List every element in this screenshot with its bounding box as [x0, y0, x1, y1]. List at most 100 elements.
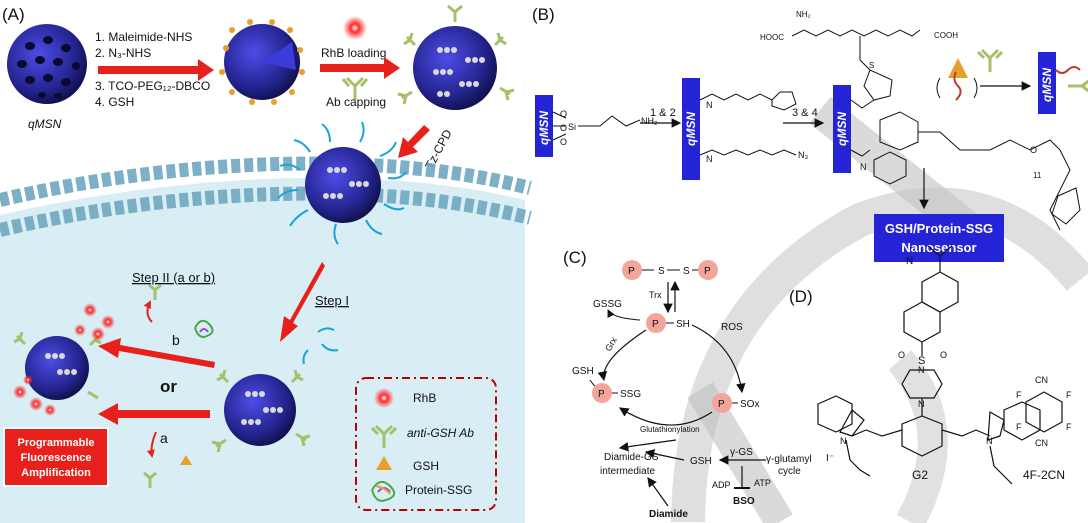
- red-arrow-branch-a: [98, 403, 210, 425]
- qmsn-bar-2-text: qMSN: [684, 112, 698, 146]
- c-s-2: S: [683, 266, 690, 277]
- red-arrow-tzcpd: [398, 125, 430, 158]
- legend-antibody: anti-GSH Ab: [407, 426, 474, 440]
- panel-c: (C) P S S P Trx P SH GSSG Grx ROS GSH P …: [563, 248, 812, 520]
- rhb-glow-icon: [343, 16, 367, 40]
- b-o-3: O: [560, 137, 567, 147]
- panel-d-label: (D): [789, 287, 813, 306]
- qmsn-bar-3-text: qMSN: [835, 112, 849, 146]
- panel-b: (B) qMSN O O O Si NH₂ 1 & 2 qMSN N N N₃: [532, 5, 1088, 523]
- c-p-2: P: [704, 266, 711, 277]
- arrow-1-2-label: 1 & 2: [650, 107, 676, 119]
- c-gssg-arrow: [607, 309, 641, 321]
- c-grx-arc: [597, 329, 647, 382]
- d-n-right: N: [986, 436, 993, 446]
- c-gsh-to-dgs-arrow: [644, 449, 685, 461]
- g2-structure: [817, 245, 1063, 485]
- b-capped-linker: [1055, 66, 1081, 74]
- c-adp: ADP: [712, 480, 731, 490]
- b-o-1: O: [560, 109, 567, 119]
- ab-capping-label: Ab capping: [326, 95, 386, 109]
- c-gsh-left: GSH: [572, 366, 594, 377]
- released-peg-icon: [302, 327, 339, 365]
- qmsn-label: qMSN: [28, 117, 62, 131]
- c-p-node-ssg: [592, 383, 612, 403]
- c-p-sh: P: [652, 319, 659, 330]
- branch-a-label: a: [160, 430, 168, 446]
- panel-c-label: (C): [563, 248, 587, 267]
- c-bso: BSO: [733, 496, 755, 507]
- d-o-left: O: [898, 350, 905, 360]
- c-diamide-gs-2: intermediate: [600, 466, 655, 477]
- c-p-node-sh: [646, 313, 666, 333]
- c-ros-arrow: [691, 324, 746, 394]
- d-n-pip-1: N: [918, 365, 925, 375]
- d-o-right: O: [940, 350, 947, 360]
- c-ssg-label: SSG: [620, 389, 641, 400]
- c-cycle-2: cycle: [778, 466, 801, 477]
- red-arrow-loading: [320, 57, 400, 79]
- b-n-bottom: N: [706, 154, 713, 164]
- c-p-1: P: [628, 266, 635, 277]
- c-sox-label: SOx: [740, 399, 759, 410]
- branch-b-label: b: [172, 332, 180, 348]
- d-iodide: I⁻: [826, 453, 834, 464]
- c-p-sox: P: [718, 399, 725, 410]
- legend-protein-icon: [371, 480, 396, 502]
- qmsn-bar-4: [1038, 52, 1056, 114]
- b-paren-right: [973, 77, 978, 99]
- legend-box: RhB anti-GSH Ab GSH Protein-SSG: [355, 377, 497, 511]
- qmsn-bar-2: [682, 78, 700, 180]
- step-text-1: 1. Maleimide-NHS: [95, 30, 192, 44]
- b-s: S: [869, 61, 874, 70]
- red-arrow-branch-b: [98, 338, 215, 368]
- d-s: S: [918, 355, 925, 367]
- protein-ssg-icon: [194, 319, 214, 338]
- membrane-particle: [277, 121, 407, 245]
- c-p-node-1: [622, 260, 642, 280]
- legend-rhb: RhB: [413, 391, 436, 405]
- c-p-ssg: P: [598, 389, 605, 400]
- step-text-2: 2. N₃-NHS: [95, 46, 151, 60]
- legend-rhb-icon: [374, 388, 394, 408]
- c-s-1: S: [658, 266, 665, 277]
- c-grx: Grx: [603, 335, 619, 353]
- qmsn-bar-4-text: qMSN: [1040, 68, 1054, 102]
- watermark-stroke-3: [687, 382, 793, 523]
- programmable-box: Programmable Fluorescence Amplification: [3, 427, 109, 487]
- c-diamide-gs-arrow: [618, 439, 677, 452]
- b-o-peg: O: [1030, 145, 1037, 155]
- c-diamide-gs-1: Diamide-GS: [604, 452, 659, 463]
- functionalized-particle: [219, 19, 305, 105]
- c-glutathionylation: Glutathionylation: [640, 425, 700, 434]
- qmsn-bar-1-text: qMSN: [537, 111, 551, 145]
- b-hooc: HOOC: [760, 33, 784, 42]
- c-gsh-right: GSH: [690, 456, 712, 467]
- programmable-line-2: Fluorescence: [21, 452, 92, 464]
- free-antibody-icon: [143, 283, 162, 488]
- panel-a-label: (A): [2, 5, 25, 24]
- sensor-line-1: GSH/Protein-SSG: [885, 221, 993, 236]
- c-ros: ROS: [721, 322, 743, 333]
- b-paren-left: [936, 77, 941, 99]
- sensor-box: [874, 214, 1004, 262]
- programmable-line-1: Programmable: [17, 437, 94, 449]
- panel-b-label: (B): [532, 5, 555, 24]
- b-o-2: O: [560, 123, 567, 133]
- b-n11: 11: [1033, 171, 1042, 180]
- red-arrow-step1: [280, 262, 325, 342]
- rhb-loading-label: RhB loading: [321, 46, 386, 60]
- b-triazole-n: N: [860, 162, 867, 172]
- d-f-3: F: [1016, 422, 1022, 432]
- capped-particle: [397, 4, 515, 110]
- qmsn-particle: [7, 24, 87, 104]
- legend-protein-ssg: Protein-SSG: [405, 483, 472, 497]
- c-diamide: Diamide: [649, 509, 688, 520]
- c-glut-arrow: [618, 407, 713, 426]
- c-gssg: GSSG: [593, 299, 622, 310]
- d-f-4: F: [1066, 422, 1072, 432]
- step-text-3: 3. TCO-PEG₁₂-DBCO: [95, 79, 210, 93]
- antibody-icon: [341, 76, 369, 100]
- gsh-triangle-icon: [180, 455, 192, 465]
